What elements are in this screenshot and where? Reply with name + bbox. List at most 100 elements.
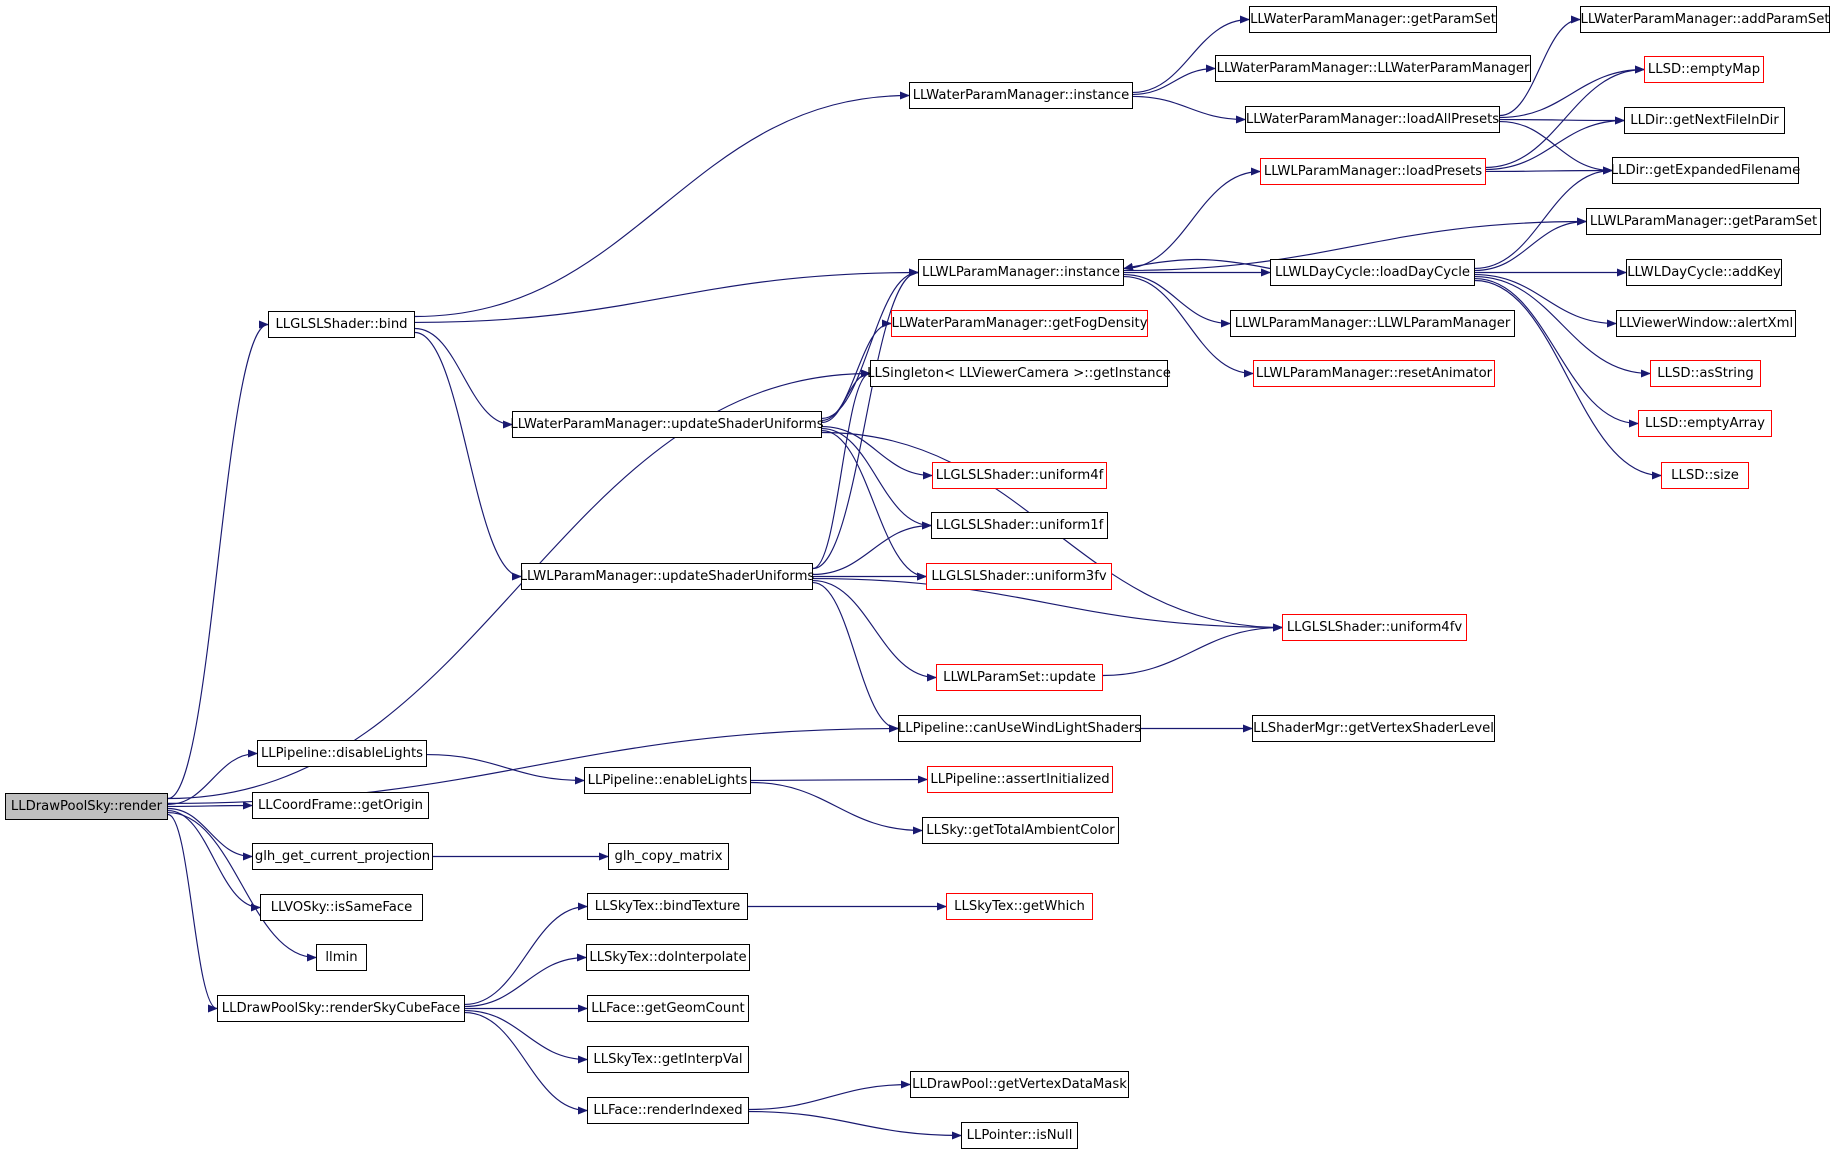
node-coordframe-getorigin[interactable]: LLCoordFrame::getOrigin: [252, 792, 429, 819]
node-shader-uniform4fv[interactable]: LLGLSLShader::uniform4fv: [1282, 614, 1467, 641]
node-pointer-isnull[interactable]: LLPointer::isNull: [961, 1122, 1078, 1149]
edge-wlpm_update-to-pipe_wind: [812, 582, 899, 733]
node-drawpool-getvertexdatamask[interactable]: LLDrawPool::getVertexDataMask: [910, 1071, 1129, 1098]
edge-face_render-to-pointer_null: [748, 1110, 962, 1140]
node-skytex-getwhich[interactable]: LLSkyTex::getWhich: [946, 893, 1093, 920]
node-wlpm-instance[interactable]: LLWLParamManager::instance: [918, 259, 1124, 286]
node-llsd-emptyarray[interactable]: LLSD::emptyArray: [1638, 410, 1772, 437]
node-wpm-getparamset[interactable]: LLWaterParamManager::getParamSet: [1249, 6, 1497, 33]
node-wlpm-loadpresets[interactable]: LLWLParamManager::loadPresets: [1260, 158, 1486, 185]
node-pipeline-disablelights[interactable]: LLPipeline::disableLights: [257, 740, 427, 767]
node-pipeline-assertinitialized[interactable]: LLPipeline::assertInitialized: [927, 766, 1113, 793]
edge-wlpm_loadPresets-to-lldir_next: [1485, 116, 1625, 171]
node-shader-uniform4f[interactable]: LLGLSLShader::uniform4f: [932, 462, 1107, 489]
edge-wpm_instance-to-wpm_getParamSet: [1132, 15, 1250, 94]
edge-layer: [167, 15, 1662, 1140]
node-viewer-alertxml[interactable]: LLViewerWindow::alertXml: [1616, 310, 1796, 337]
node-pipeline-enablelights[interactable]: LLPipeline::enableLights: [584, 767, 751, 794]
edge-wpm_loadAll-to-lldir_next: [1499, 116, 1625, 125]
node-wlpm-resetanimator[interactable]: LLWLParamManager::resetAnimator: [1253, 360, 1495, 387]
node-glh-copy-matrix[interactable]: glh_copy_matrix: [608, 843, 729, 870]
edge-wpm_update-to-singleton_cam: [821, 369, 871, 424]
edge-wpm_update-to-shader_u1f: [821, 427, 932, 530]
node-wpm-addparamset[interactable]: LLWaterParamManager::addParamSet: [1580, 6, 1830, 33]
edge-render-to-llmin: [167, 811, 317, 962]
node-skytex-dointerpolate[interactable]: LLSkyTex::doInterpolate: [586, 944, 750, 971]
edge-render-to-singleton_cam: [167, 369, 871, 800]
edge-daycycle_load-to-wlpm_getParamSet: [1474, 217, 1587, 272]
edge-wpm_loadAll-to-llsd_emptyMap: [1499, 65, 1645, 119]
edge-wpm_loadAll-to-wpm_addParamSet: [1499, 15, 1581, 117]
node-lldir-getexpandedfilename[interactable]: LLDir::getExpandedFilename: [1611, 157, 1800, 184]
node-skytex-getinterpval[interactable]: LLSkyTex::getInterpVal: [587, 1046, 749, 1073]
edge-wlpm_update-to-wlparamset_update: [812, 579, 937, 682]
node-face-getgeomcount[interactable]: LLFace::getGeomCount: [587, 995, 749, 1022]
edge-bind-to-wpm_instance: [414, 91, 910, 318]
edge-daycycle_load-to-llsd_size: [1474, 279, 1662, 480]
node-llsd-emptymap[interactable]: LLSD::emptyMap: [1644, 56, 1764, 83]
edge-render-to-render_cube: [167, 813, 218, 1013]
node-shadermgr-getvertexshaderlevel[interactable]: LLShaderMgr::getVertexShaderLevel: [1252, 715, 1495, 742]
edge-pipe_enable-to-pipe_assert: [750, 775, 928, 784]
node-wpm-getfogdensity[interactable]: LLWaterParamManager::getFogDensity: [891, 310, 1148, 337]
node-llsky-gettotalambientcolor[interactable]: LLSky::getTotalAmbientColor: [922, 817, 1119, 844]
edge-wlpm_instance-to-wlpm_loadPresets: [1123, 167, 1261, 270]
edge-render-to-glh_proj: [167, 807, 253, 861]
edge-daycycle_load-to-wlpm_instance: [1123, 258, 1271, 271]
edge-wpm_loadAll-to-lldir_expanded: [1499, 120, 1613, 175]
node-shader-uniform3fv[interactable]: LLGLSLShader::uniform3fv: [926, 563, 1112, 590]
edge-bind-to-wpm_update: [414, 327, 513, 429]
edge-wlpm_loadPresets-to-lldir_expanded: [1485, 166, 1613, 175]
node-shader-uniform1f[interactable]: LLGLSLShader::uniform1f: [931, 512, 1108, 539]
node-wpm-loadallpresets[interactable]: LLWaterParamManager::loadAllPresets: [1245, 106, 1500, 133]
edge-bind-to-wlpm_instance: [414, 268, 919, 323]
node-llsd-size[interactable]: LLSD::size: [1661, 462, 1749, 489]
node-pipeline-canusewindlightshaders[interactable]: LLPipeline::canUseWindLightShaders: [898, 715, 1141, 742]
node-wpm-instance[interactable]: LLWaterParamManager::instance: [909, 82, 1133, 109]
edge-bind-to-wlpm_update: [414, 331, 522, 581]
node-glh-get-current-projection[interactable]: glh_get_current_projection: [252, 843, 433, 870]
edge-daycycle_load-to-lldir_expanded: [1474, 166, 1613, 269]
node-lldir-getnextfileindir[interactable]: LLDir::getNextFileInDir: [1624, 107, 1785, 134]
edge-render_cube-to-skytex_bind: [464, 902, 588, 1005]
edge-daycycle_load-to-llsd_emptyArray: [1474, 277, 1639, 428]
edge-wlpm_update-to-singleton_cam: [812, 369, 871, 570]
node-wlpm-updateshaderuniforms[interactable]: LLWLParamManager::updateShaderUniforms: [520, 563, 814, 590]
node-bind[interactable]: LLGLSLShader::bind: [268, 311, 415, 338]
edge-render_cube-to-skytex_interpval: [464, 1009, 588, 1064]
edge-render_cube-to-face_render: [464, 1012, 588, 1115]
node-daycycle-addkey[interactable]: LLWLDayCycle::addKey: [1626, 259, 1782, 286]
edge-render-to-coord_origin: [167, 801, 253, 810]
node-skytex-bindtexture[interactable]: LLSkyTex::bindTexture: [587, 893, 748, 920]
edge-wpm_instance-to-wpm_ctor: [1132, 64, 1216, 95]
edge-daycycle_load-to-viewer_alertXml: [1474, 273, 1617, 328]
node-wlpm-ctor[interactable]: LLWLParamManager::LLWLParamManager: [1230, 310, 1515, 337]
edge-daycycle_load-to-llsd_asString: [1474, 275, 1651, 378]
node-wlparamset-update[interactable]: LLWLParamSet::update: [936, 664, 1103, 691]
node-drawpoolsky-renderskycubeface[interactable]: LLDrawPoolSky::renderSkyCubeFace: [217, 995, 465, 1022]
edge-wlpm_update-to-shader_u4fv: [812, 577, 1283, 632]
edge-wlpm_instance-to-wlpm_ctor: [1123, 273, 1231, 328]
edge-pipe_enable-to-llsky_ambient: [750, 781, 923, 835]
node-wlpm-getparamset[interactable]: LLWLParamManager::getParamSet: [1586, 208, 1821, 235]
edge-wpm_update-to-wpm_fog: [821, 319, 892, 422]
node-llmin[interactable]: llmin: [316, 944, 367, 971]
edge-wlpm_loadPresets-to-llsd_emptyMap: [1485, 65, 1645, 168]
edge-wlpm_instance-to-wlpm_getParamSet: [1123, 217, 1587, 272]
edge-wlparamset_update-to-shader_u4fv: [1102, 623, 1283, 677]
node-render[interactable]: LLDrawPoolSky::render: [5, 793, 168, 820]
node-llsd-asstring[interactable]: LLSD::asString: [1650, 360, 1761, 387]
edge-render-to-pipe_disable: [167, 749, 258, 805]
node-vosky-issameface[interactable]: LLVOSky::isSameFace: [260, 894, 423, 921]
node-daycycle-loaddaycycle[interactable]: LLWLDayCycle::loadDayCycle: [1270, 259, 1475, 286]
edge-render_cube-to-skytex_interp: [464, 953, 587, 1008]
edge-face_render-to-drawpool_mask: [748, 1080, 911, 1111]
edge-wlpm_instance-to-wlpm_reset: [1123, 275, 1254, 378]
edge-wlpm_update-to-wlpm_instance: [812, 268, 919, 570]
node-face-renderindexed[interactable]: LLFace::renderIndexed: [587, 1097, 749, 1124]
node-wpm-updateshaderuniforms[interactable]: LLWaterParamManager::updateShaderUniform…: [510, 411, 824, 438]
node-wpm-ctor[interactable]: LLWaterParamManager::LLWaterParamManager: [1215, 55, 1531, 82]
node-singleton-viewercamera[interactable]: LLSingleton< LLViewerCamera >::getInstan…: [867, 360, 1171, 387]
edge-pipe_disable-to-pipe_enable: [426, 754, 585, 785]
